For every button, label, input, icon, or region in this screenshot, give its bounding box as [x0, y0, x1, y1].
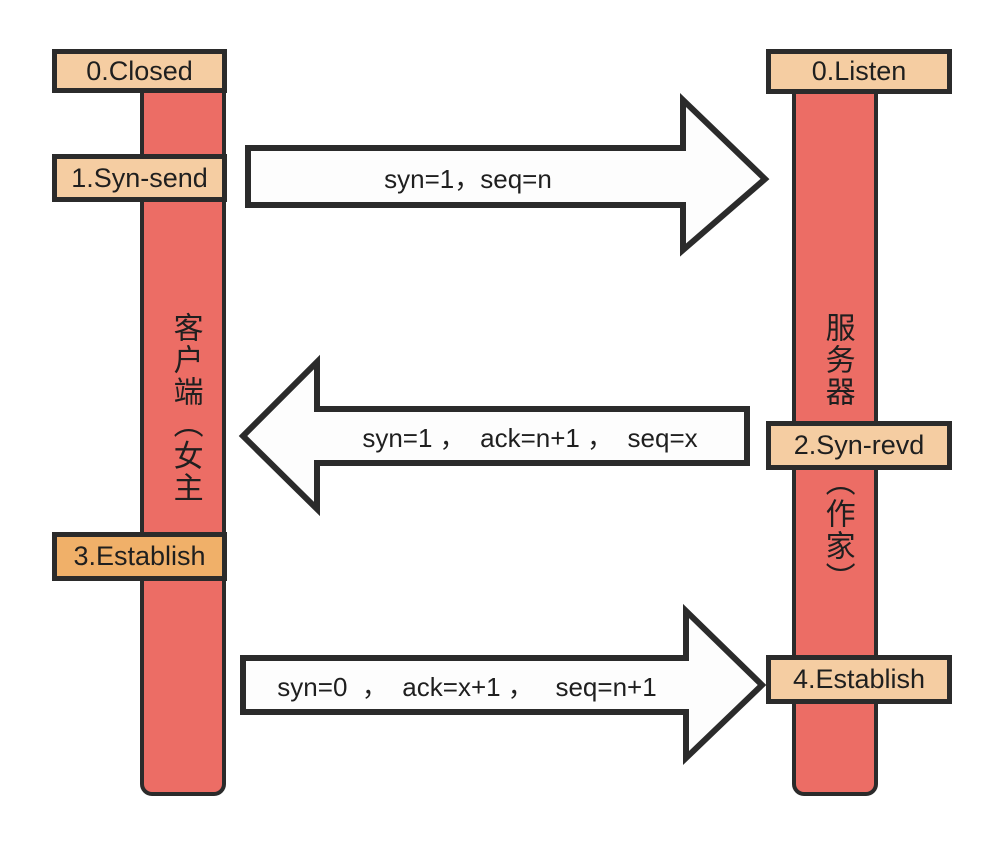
lifeline-caption-client: 客户端（女主 [167, 312, 203, 504]
state-label-server-establish: 4.Establish [792, 664, 926, 694]
state-label-server-syn-revd: 2.Syn-revd [793, 430, 925, 460]
lifeline-bar-client [140, 84, 226, 796]
state-box-client-establish[interactable]: 3.Establish [52, 532, 227, 581]
state-label-client-establish: 3.Establish [73, 541, 206, 571]
message-arrow-3 [240, 603, 767, 766]
lifeline-caption-server-bottom: （作家） [819, 466, 855, 594]
state-box-server-syn-revd[interactable]: 2.Syn-revd [766, 421, 952, 470]
state-box-server-establish[interactable]: 4.Establish [766, 655, 952, 704]
state-label-client-closed: 0.Closed [86, 55, 193, 86]
lifeline-caption-server-top: 服务器 [819, 312, 855, 408]
state-box-server-listen[interactable]: 0.Listen [766, 49, 952, 94]
state-label-server-listen: 0.Listen [811, 56, 907, 86]
state-box-client-syn-send[interactable]: 1.Syn-send [52, 154, 227, 202]
message-arrow-1 [245, 92, 770, 257]
state-box-client-closed[interactable]: 0.Closed [52, 49, 227, 93]
state-label-client-syn-send: 1.Syn-send [71, 162, 208, 193]
message-arrow-2 [238, 354, 750, 517]
